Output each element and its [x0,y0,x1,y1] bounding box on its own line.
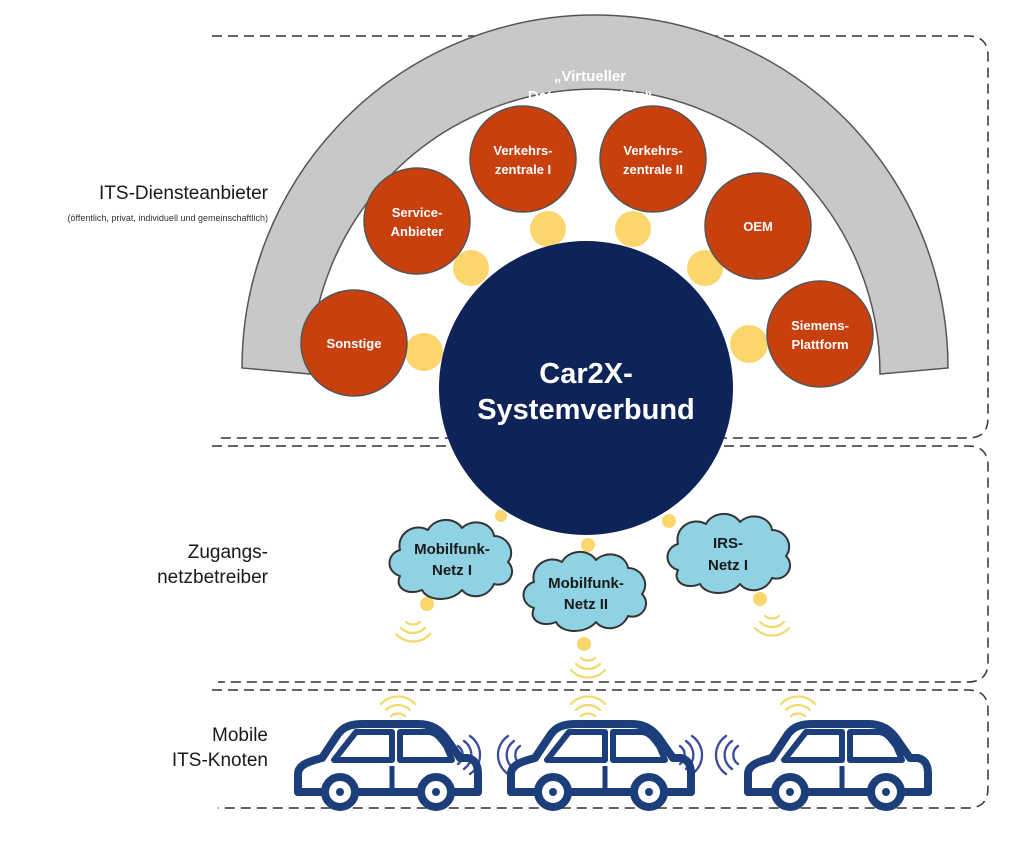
connector-dot [753,592,767,606]
provider-circles [300,105,874,397]
wireless-signal-icon [379,695,417,718]
network-label-irs-1a: IRS- [713,535,743,552]
marketplace-arch [241,14,949,375]
car-icon [511,724,691,807]
vehicles [298,724,928,807]
provider-label-siemens-2: Plattform [791,337,848,352]
layer-label-access: Zugangs- netzbetreiber [28,540,268,590]
layer-frame-services [212,35,989,439]
layer-label-mobile: Mobile ITS-Knoten [28,723,268,773]
layer-title-access-line1: Zugangs- [187,542,268,563]
connector-dot [420,597,434,611]
layer-label-services: ITS-Diensteanbieter (öffentlich, privat,… [28,181,268,224]
provider-label-service-anbieter-1: Service- [392,205,443,220]
hub-label-line1: Car2X- [539,358,633,390]
connector-dot [615,211,651,247]
connector-dot [577,637,591,651]
provider-label-oem: OEM [743,219,773,234]
marketplace-label-line1: „Virtueller [554,68,626,85]
network-signals [379,614,817,718]
provider-label-sonstige: Sonstige [327,336,382,351]
provider-circle-oem [704,172,812,280]
provider-label-service-anbieter-2: Anbieter [391,224,444,239]
layer-title-mobile-line1: Mobile [212,725,268,746]
connector-dot [730,325,768,363]
v2v-signals [456,734,740,776]
provider-label-verkehrszentrale-1a: Verkehrs- [493,143,552,158]
network-label-mobilfunk-2a: Mobilfunk- [548,575,624,592]
network-label-mobilfunk-1b: Netz I [432,562,472,579]
provider-circle-sonstige [300,289,408,397]
connector-dot [453,250,489,286]
provider-circle-siemens-plattform [766,280,874,388]
provider-label-siemens-1: Siemens- [791,318,849,333]
car-icon [298,724,478,807]
connector-dot [495,510,507,522]
connector-dot [662,514,676,528]
provider-circle-verkehrszentrale-2 [599,105,707,213]
hub-label-line2: Systemverbund [477,394,695,426]
connector-dot [581,538,595,552]
car-icon [748,724,928,807]
hub-circle [439,241,733,535]
provider-circle-service-anbieter [363,167,471,275]
provider-label-verkehrszentrale-1b: zentrale I [495,162,551,177]
provider-connectors [405,211,768,371]
marketplace-label-line2: Datenmarktplatz“ [528,88,652,105]
provider-label-verkehrszentrale-2b: zentrale II [623,162,683,177]
provider-label-verkehrszentrale-2a: Verkehrs- [623,143,682,158]
cloud-icon [388,518,514,600]
network-label-mobilfunk-1a: Mobilfunk- [414,541,490,558]
layer-title-access-line2: netzbetreiber [157,567,268,588]
layer-subtitle-services: (öffentlich, privat, individuell und gem… [67,213,268,223]
connector-dot [405,333,443,371]
wireless-signal-icon [569,656,607,679]
wireless-signal-icon [779,695,817,718]
network-label-mobilfunk-2b: Netz II [564,596,608,613]
wireless-signal-icon [714,734,740,776]
wireless-signal-icon [753,614,791,637]
network-connectors [420,510,767,651]
network-label-irs-1b: Netz I [708,557,748,574]
connector-dot [687,250,723,286]
layer-title-mobile-line2: ITS-Knoten [171,750,268,771]
wireless-signal-icon [569,695,607,718]
wireless-signal-icon [394,620,432,643]
cloud-icon [666,512,792,594]
layer-frame-access [212,445,989,683]
layer-title-services: ITS-Diensteanbieter [99,183,268,204]
provider-circle-verkehrszentrale-1 [469,105,577,213]
connector-dot [530,211,566,247]
